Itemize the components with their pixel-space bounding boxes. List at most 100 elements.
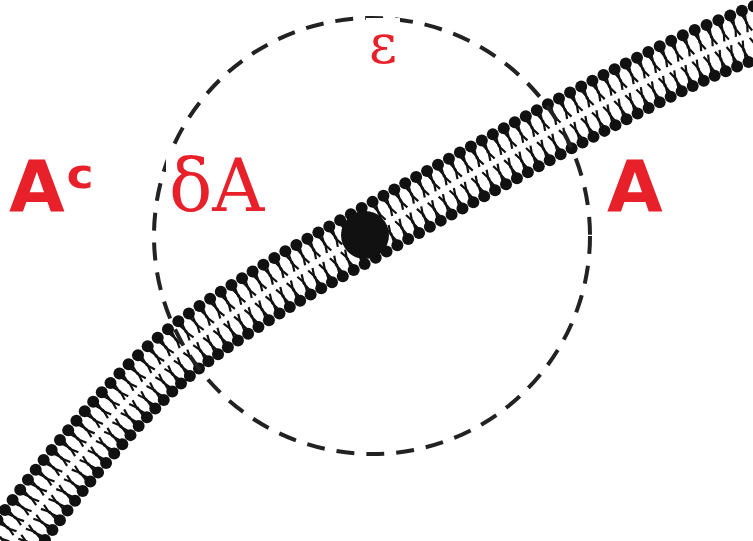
lipid-tail <box>418 176 429 195</box>
lipid-tail <box>397 188 408 207</box>
lipid-tail <box>583 85 593 104</box>
lipid-tail <box>159 374 174 390</box>
lipid-tail <box>617 68 627 88</box>
lipid-tail <box>67 475 84 489</box>
lipid-tail <box>539 109 549 128</box>
lipid-tail <box>708 55 717 75</box>
lipid-tail <box>608 104 618 124</box>
lipid-tail <box>331 225 342 244</box>
lipid-tail <box>44 505 61 518</box>
lipid-tail <box>160 336 174 353</box>
region-label: A <box>604 150 666 222</box>
lipid-tail <box>572 91 582 110</box>
lipid-tail <box>476 176 487 195</box>
lipid-tail <box>429 170 440 189</box>
lipid-tail <box>255 270 267 289</box>
lipid-tail <box>585 116 595 135</box>
lipid-tail <box>191 312 204 330</box>
lipid-tail <box>302 274 313 293</box>
lipid-tail <box>299 244 310 263</box>
lipid-tail <box>168 366 183 382</box>
lipid-tail <box>310 237 321 256</box>
lipid-tail <box>75 466 92 480</box>
lipid-tail <box>180 320 193 338</box>
lipid-tail <box>150 382 165 398</box>
radius-label: ε <box>366 18 400 72</box>
lipid-tail <box>249 307 261 326</box>
lipid-tail <box>212 297 224 315</box>
lipid-tail <box>473 145 484 164</box>
neighbourhood-circle <box>154 18 590 454</box>
lipid-tail <box>59 485 76 499</box>
lipid-tail <box>487 170 498 189</box>
lipid-tail <box>541 140 552 159</box>
lipid-tail <box>751 7 753 28</box>
lipid-tail <box>288 250 299 269</box>
lipid-tail <box>36 515 54 528</box>
lipid-tail <box>674 70 684 90</box>
lipid-tail <box>124 409 140 424</box>
lipid-tail <box>312 268 323 287</box>
lipid-tail <box>197 342 210 360</box>
lipid-tail <box>130 363 145 379</box>
lipid-tail <box>95 400 111 415</box>
lipid-tail <box>29 478 46 491</box>
lipid-tail <box>217 328 229 346</box>
lipid-tail <box>244 277 256 296</box>
lipid-tail <box>495 133 506 152</box>
lipid-tail <box>62 438 79 452</box>
lipid-tail <box>103 390 119 405</box>
lipid-tail <box>133 400 149 415</box>
lipid-tail <box>141 391 157 406</box>
lipid-tail <box>228 321 240 339</box>
lipid-tail <box>270 294 282 313</box>
lipid-tail <box>628 62 638 82</box>
lipid-tail <box>443 194 454 213</box>
lipid-tail <box>651 51 661 71</box>
lipid-tail <box>323 262 334 281</box>
lipid-tail <box>83 456 100 470</box>
lipid-tail <box>606 74 616 94</box>
lipid-tail <box>407 182 418 201</box>
lipid-tail <box>78 419 95 433</box>
lipid-tail <box>107 428 124 443</box>
lipid-tail <box>21 535 39 541</box>
lipid-tail <box>259 300 271 319</box>
lipid-tail <box>37 468 54 482</box>
lipid-tail <box>743 41 751 61</box>
lipid-tail <box>18 539 36 541</box>
lipid-tail <box>234 284 246 303</box>
lipid-tail <box>530 146 541 165</box>
lipid-tail <box>112 381 128 396</box>
lipid-tail <box>673 40 682 60</box>
lipid-tail <box>421 206 432 225</box>
region-label: Aᶜ <box>6 150 98 222</box>
lipid-tail <box>552 134 562 153</box>
lipid-tail <box>389 225 400 244</box>
lipid-tail <box>334 256 345 275</box>
membrane-guide <box>10 25 753 541</box>
lipid-tail <box>451 157 462 176</box>
lipid-tail <box>202 305 214 323</box>
lipid-tail <box>399 219 410 238</box>
lipid-tail <box>630 93 640 113</box>
lipid-tail <box>265 263 277 282</box>
lipid-tail <box>140 354 155 370</box>
protein-dot <box>341 211 389 259</box>
lipid-tail <box>596 110 606 129</box>
lipid-tail <box>733 15 741 35</box>
lipid-tail <box>652 82 662 102</box>
lipid-tail <box>662 45 672 65</box>
lipid-tail <box>121 372 137 387</box>
lipid-tail <box>686 65 695 85</box>
lipid-tail <box>454 188 465 207</box>
lipid-tail <box>86 409 103 424</box>
lipid-tail <box>178 357 192 374</box>
lipid-tail <box>223 290 235 308</box>
lipid-tail <box>641 87 651 107</box>
lipid-tail <box>697 60 706 80</box>
lipid-tail <box>116 419 132 434</box>
lipid-tail <box>52 495 69 508</box>
